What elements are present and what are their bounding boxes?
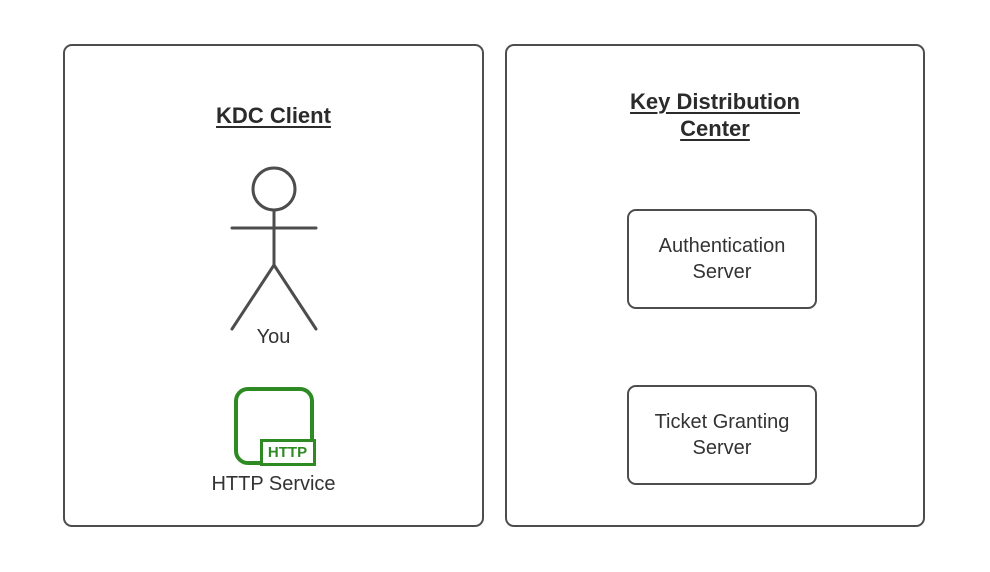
actor-label: You — [256, 326, 291, 348]
key-distribution-center-panel: Key Distribution Center Authentication S… — [505, 44, 925, 527]
authentication-server-box: Authentication Server — [627, 209, 817, 309]
kdc-client-panel: KDC Client You HTTP HTTP Service — [63, 44, 484, 527]
http-service-label: HTTP Service — [211, 473, 336, 495]
client-panel-title: KDC Client — [216, 103, 331, 128]
authentication-server-label: Authentication Server — [658, 235, 786, 283]
kdc-panel-title: Key Distribution Center — [630, 89, 800, 141]
http-badge-label: HTTP — [259, 439, 316, 466]
ticket-granting-server-label: Ticket Granting Server — [654, 411, 790, 459]
http-service-icon: HTTP — [233, 387, 316, 466]
ticket-granting-server-box: Ticket Granting Server — [627, 385, 817, 485]
person-icon — [230, 166, 317, 331]
